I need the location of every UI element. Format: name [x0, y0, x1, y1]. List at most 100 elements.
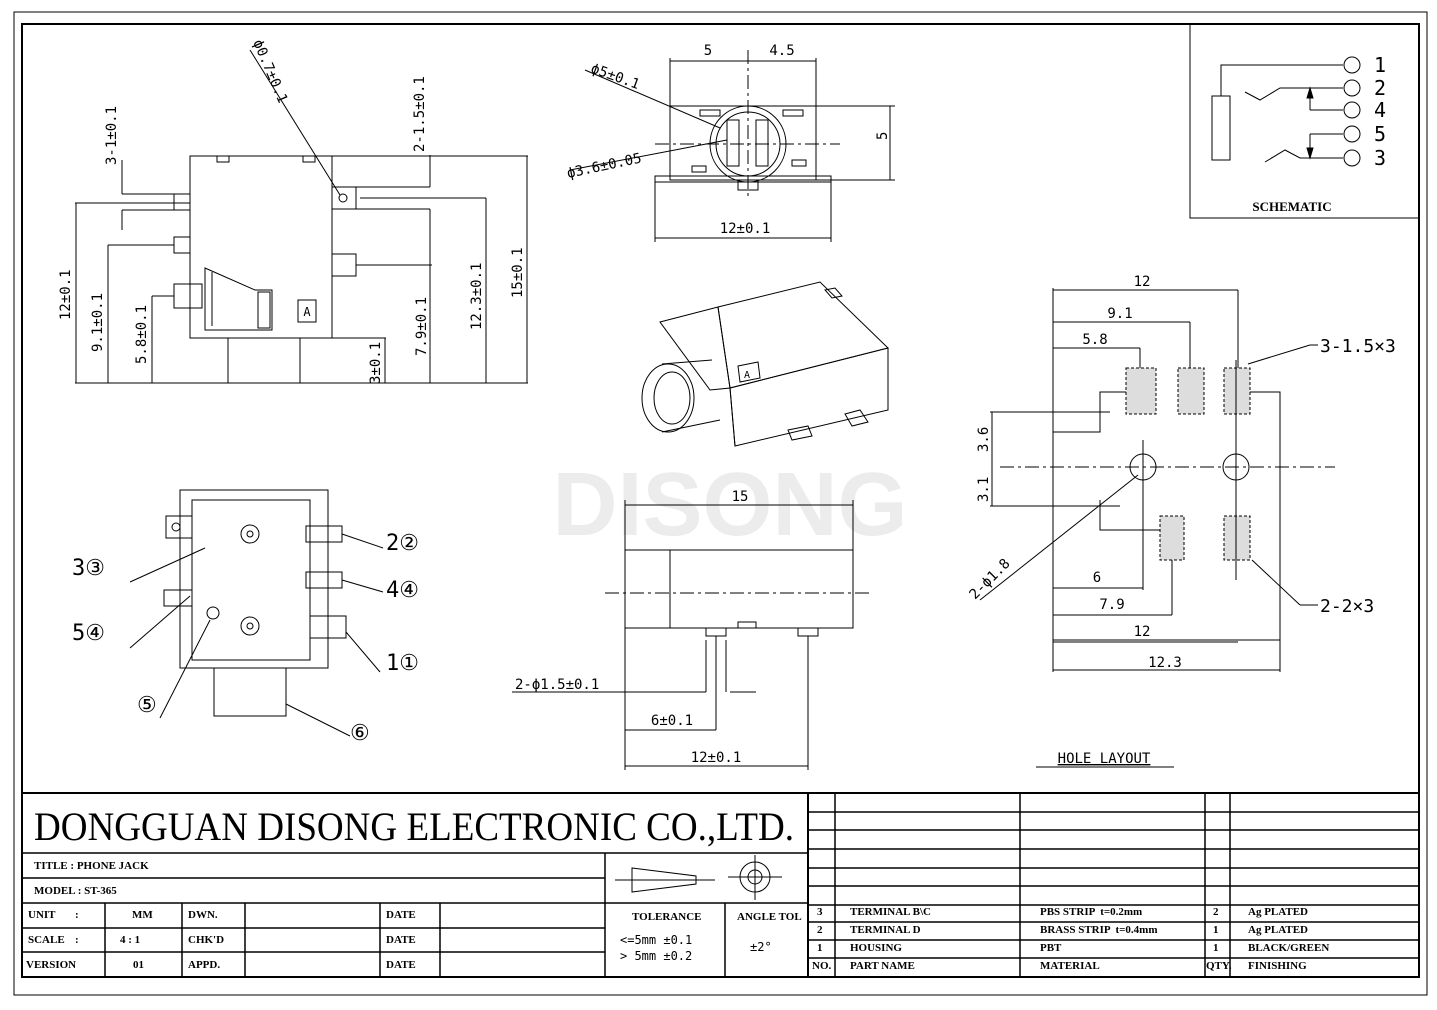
bom-row-3-finishing: Ag PLATED — [1248, 906, 1308, 918]
appd-label: APPD. — [188, 959, 221, 971]
svg-text:5: 5 — [875, 132, 891, 140]
svg-text:3-1.5×3: 3-1.5×3 — [1320, 336, 1396, 357]
svg-text:5④: 5④ — [72, 621, 105, 646]
pin-view: 2② 4④ 1① 3③ 5④ ⑤ ⑥ — [72, 489, 419, 746]
schematic-block: SCHEMATIC 1 2 4 5 3 — [1189, 25, 1419, 219]
bom-row-2-material: BRASS STRIP t=0.4mm — [1040, 924, 1158, 936]
bom-header-qty: QTY. — [1206, 960, 1232, 972]
title-value: PHONE JACK — [76, 860, 149, 872]
svg-text:12.3±0.1: 12.3±0.1 — [469, 263, 485, 330]
svg-text:ϕ5±0.1: ϕ5±0.1 — [589, 61, 642, 93]
svg-text:ϕ0.7±0.1: ϕ0.7±0.1 — [249, 37, 290, 105]
model-value: ST-365 — [84, 885, 117, 897]
scale-label: SCALE — [28, 934, 65, 946]
bom-row-1-material: PBT — [1040, 942, 1062, 954]
scale-value: 4 : 1 — [120, 934, 141, 946]
tolerance-line1: <=5mm ±0.1 — [620, 933, 693, 947]
svg-text:A: A — [744, 370, 750, 381]
bom-row-3-part: TERMINAL B\C — [850, 906, 931, 918]
side-view: A 12±0.1 9.1±0.1 5.8±0.1 3-1±0.1 2-1.5±0… — [58, 37, 528, 384]
svg-text:2-1.5±0.1: 2-1.5±0.1 — [412, 76, 428, 152]
svg-text:9.1: 9.1 — [1107, 306, 1132, 322]
svg-text:ϕ3.6±0.05: ϕ3.6±0.05 — [566, 150, 644, 181]
angle-tol-value: ±2° — [750, 940, 772, 954]
svg-text:12.3: 12.3 — [1148, 655, 1182, 671]
bom-row-2-qty: 1 — [1213, 924, 1219, 936]
unit-value: MM — [132, 909, 153, 921]
unit-label: UNIT — [28, 909, 56, 921]
date-label-1: DATE — [386, 909, 416, 921]
version-value: 01 — [133, 959, 144, 971]
svg-text:5: 5 — [704, 43, 712, 59]
schematic-pin-5: 5 — [1374, 122, 1386, 146]
schematic-sleeve — [1211, 95, 1231, 161]
svg-text:⑤: ⑤ — [137, 693, 157, 718]
bom-row-1-no: 1 — [817, 942, 823, 954]
version-label: VERSION — [26, 959, 77, 971]
svg-text:⑥: ⑥ — [350, 721, 370, 746]
svg-text:9.1±0.1: 9.1±0.1 — [90, 293, 106, 352]
bom-row-2-finishing: Ag PLATED — [1248, 924, 1308, 936]
bom-row-1-finishing: BLACK/GREEN — [1248, 942, 1330, 954]
svg-text:12±0.1: 12±0.1 — [691, 750, 742, 766]
svg-text:3±0.1: 3±0.1 — [368, 342, 384, 384]
bom-header-part: PART NAME — [850, 960, 915, 972]
schematic-title: SCHEMATIC — [1252, 199, 1331, 214]
svg-text:7.9: 7.9 — [1099, 597, 1124, 613]
hole-layout-title: HOLE LAYOUT — [1058, 751, 1151, 767]
svg-text:2-ϕ1.5±0.1: 2-ϕ1.5±0.1 — [515, 677, 599, 693]
title-label: TITLE : PHONE JACK — [34, 860, 149, 872]
title-block — [22, 792, 1419, 977]
bom-row-3-qty: 2 — [1213, 906, 1219, 918]
chkd-label: CHK'D — [188, 934, 225, 946]
svg-text:2-2×3: 2-2×3 — [1320, 596, 1374, 617]
svg-text:15: 15 — [732, 489, 749, 505]
schematic-pin-1: 1 — [1374, 53, 1386, 77]
front-view: 5 4.5 ϕ5±0.1 ϕ3.6±0.05 5 12±0.1 — [566, 43, 895, 242]
svg-text:2②: 2② — [386, 531, 419, 556]
bom-row-3-material: PBS STRIP t=0.2mm — [1040, 906, 1143, 918]
schematic-pin-2: 2 — [1374, 76, 1386, 100]
bom-header-no: NO. — [812, 960, 832, 972]
svg-text:5.8±0.1: 5.8±0.1 — [134, 305, 150, 364]
company-name: DONGGUAN DISONG ELECTRONIC CO.,LTD. — [34, 804, 794, 849]
angle-tol-label: ANGLE TOL — [737, 911, 802, 923]
schematic-pin-3: 3 — [1374, 146, 1386, 170]
date-label-2: DATE — [386, 934, 416, 946]
svg-text:3.1: 3.1 — [976, 477, 992, 502]
svg-text:3③: 3③ — [72, 556, 105, 581]
inner-frame — [21, 23, 1420, 978]
bom-row-1-qty: 1 — [1213, 942, 1219, 954]
bom-row-2-no: 2 — [817, 924, 823, 936]
svg-text:12: 12 — [1134, 274, 1151, 290]
tolerance-label: TOLERANCE — [632, 911, 702, 923]
bottom-view: 15 2-ϕ1.5±0.1 6±0.1 12±0.1 — [512, 489, 870, 770]
svg-text:12±0.1: 12±0.1 — [58, 269, 74, 320]
bom-header-material: MATERIAL — [1040, 960, 1100, 972]
dwn-label: DWN. — [188, 909, 218, 921]
tolerance-line2: > 5mm ±0.2 — [620, 949, 693, 963]
svg-text:3.6: 3.6 — [976, 427, 992, 452]
hole-layout: 12 9.1 5.8 3-1.5×3 3.6 3.1 2-ϕ1.8 6 7.9 … — [967, 274, 1396, 768]
svg-text:12: 12 — [1134, 624, 1151, 640]
model-label: MODEL : ST-365 — [34, 885, 117, 897]
date-label-3: DATE — [386, 959, 416, 971]
bom-row-3-no: 3 — [817, 906, 823, 918]
isometric-view: A — [641, 281, 889, 447]
svg-text:4④: 4④ — [386, 578, 419, 603]
svg-text:4.5: 4.5 — [769, 43, 794, 59]
svg-text:6: 6 — [1093, 570, 1101, 586]
svg-text:1①: 1① — [386, 651, 419, 676]
schematic-pin-4: 4 — [1374, 98, 1386, 122]
svg-text:A: A — [303, 305, 311, 319]
svg-text:6±0.1: 6±0.1 — [651, 713, 693, 729]
svg-text:3-1±0.1: 3-1±0.1 — [104, 106, 120, 165]
svg-text:12±0.1: 12±0.1 — [720, 221, 771, 237]
svg-text:5.8: 5.8 — [1082, 332, 1107, 348]
bom-row-2-part: TERMINAL D — [850, 924, 921, 936]
svg-text:15±0.1: 15±0.1 — [510, 247, 526, 298]
bom-row-1-part: HOUSING — [850, 942, 902, 954]
outer-frame — [13, 11, 1428, 996]
bom-header-finishing: FINISHING — [1248, 960, 1307, 972]
